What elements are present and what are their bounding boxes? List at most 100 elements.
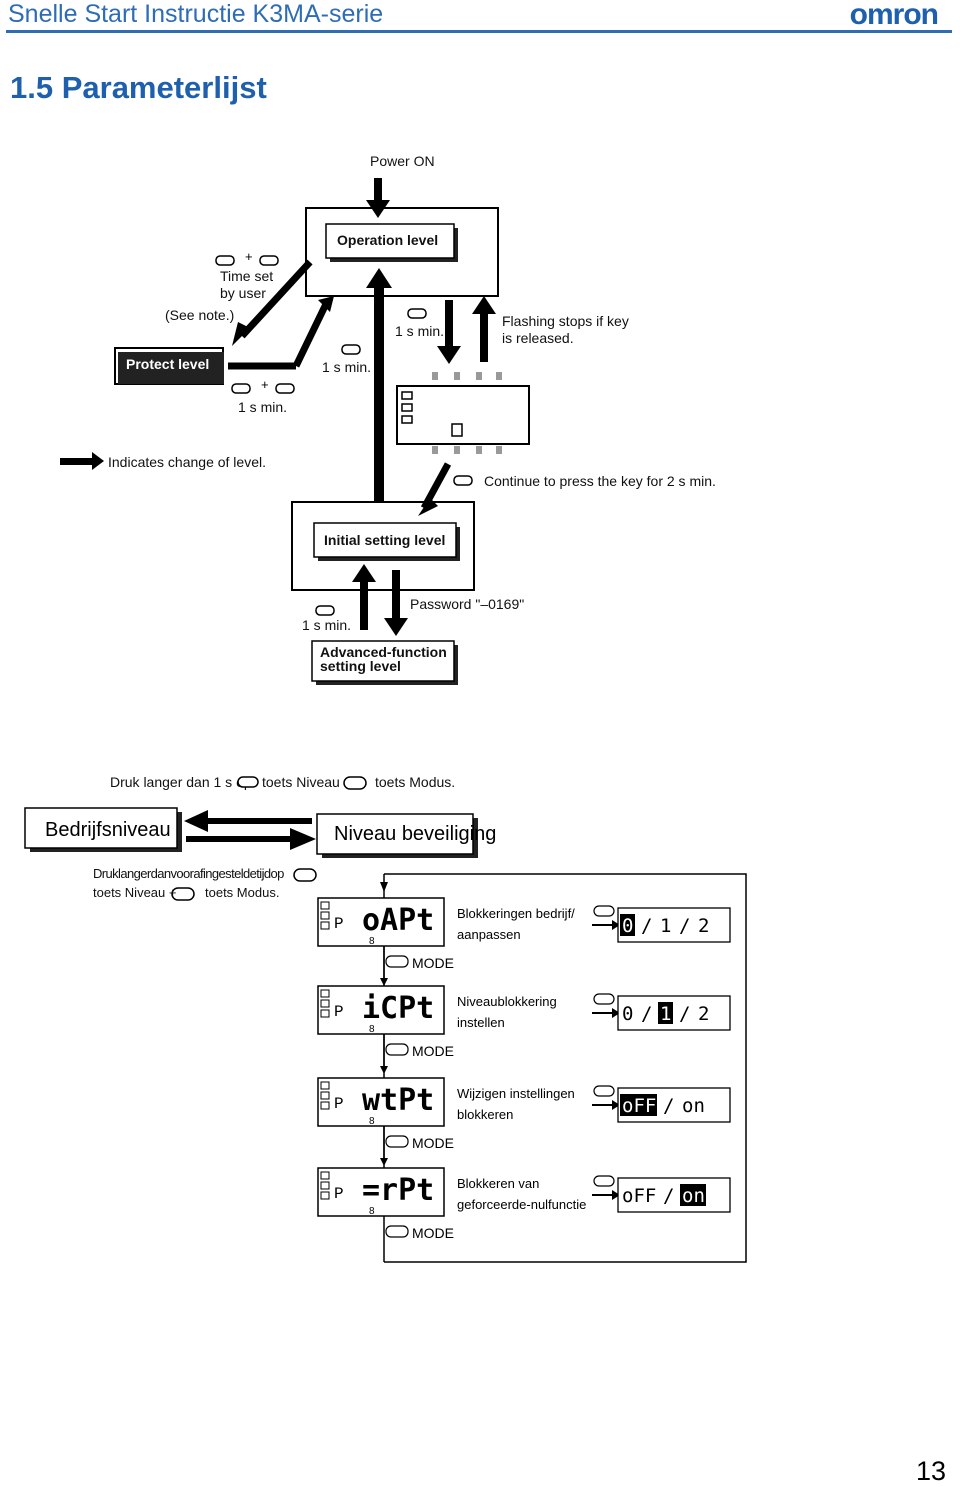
operation-level-frame: [305, 207, 499, 297]
p-indicator: P: [334, 1003, 344, 1021]
mode-key-icon: [385, 955, 409, 968]
param-desc-2: blokkeren: [457, 1107, 513, 1122]
value-box: [617, 907, 731, 943]
value-box: [617, 1087, 731, 1123]
page-number: 13: [915, 1456, 946, 1486]
param-code: =rPt: [362, 1173, 434, 1208]
p-indicator: P: [334, 1185, 344, 1203]
mode-key-icon: [385, 1043, 409, 1056]
power-on-label: Power ON: [370, 153, 435, 169]
flashing-label-1: Flashing stops if key: [502, 313, 629, 329]
indicator-led: [320, 989, 330, 998]
druk-top-c: toets Modus.: [375, 774, 455, 790]
digit-indicator: 8: [369, 1024, 375, 1035]
omron-logo: omron: [849, 0, 939, 31]
value-option: /: [679, 1003, 690, 1025]
param-desc-1: Blokkeringen bedrijf/: [457, 906, 575, 921]
indicator-led: [320, 999, 330, 1008]
param-desc-2: geforceerde-nulfunctie: [457, 1197, 586, 1212]
bedrijfsniveau-label: Bedrijfsniveau: [45, 819, 171, 841]
param-desc-1: Blokkeren van: [457, 1176, 539, 1191]
druk-bottom-a: Druklangerdanvoorafingesteldetijdop: [93, 866, 284, 881]
param-desc-1: Niveaublokkering: [457, 994, 557, 1009]
one-s-min-right: 1 s min.: [395, 323, 444, 339]
up-key-icon: [593, 905, 615, 917]
niveau-beveiliging-label: Niveau beveiliging: [334, 823, 496, 845]
one-s-min-left: 1 s min.: [322, 359, 371, 375]
value-option: oFF: [622, 1185, 656, 1207]
indicator-led: [320, 911, 330, 920]
flashing-label-2: is released.: [502, 330, 574, 346]
value-arrow-head: [612, 920, 620, 930]
value-option: /: [663, 1185, 674, 1207]
header-rule: [6, 30, 952, 33]
value-option: on: [682, 1185, 705, 1207]
value-option: 0: [622, 1003, 633, 1025]
mode-key-icon: [385, 1225, 409, 1238]
param-display: [317, 985, 445, 1035]
value-box: [617, 995, 731, 1031]
param-code: oAPt: [362, 903, 434, 938]
param-display: [317, 897, 445, 947]
see-note-label: (See note.): [165, 307, 234, 323]
param-code: iCPt: [362, 991, 434, 1026]
value-option: 1: [660, 915, 671, 937]
indicator-led: [320, 1171, 330, 1180]
indicator-led: [320, 1181, 330, 1190]
display-panel-frame: [396, 385, 530, 445]
value-option: oFF: [622, 1095, 656, 1117]
value-arrow-head: [612, 1100, 620, 1110]
value-highlight: [620, 1094, 657, 1116]
indicator-led: [320, 921, 330, 930]
mode-label: MODE: [412, 955, 454, 971]
value-option: 1: [660, 1003, 671, 1025]
indicator-led: [320, 1081, 330, 1090]
param-code: wtPt: [362, 1083, 434, 1118]
svg-text:+: +: [245, 249, 253, 264]
up-key-icon: [593, 1175, 615, 1187]
param-display: [317, 1167, 445, 1217]
indicator-led: [320, 1009, 330, 1018]
value-option: 2: [698, 1003, 709, 1025]
param-display: [317, 1077, 445, 1127]
operation-level-label: Operation level: [337, 232, 438, 248]
value-option: /: [641, 915, 652, 937]
advanced-label-2: setting level: [320, 658, 401, 674]
p-indicator: P: [334, 915, 344, 933]
param-desc-2: aanpassen: [457, 927, 521, 942]
password-label: Password "–0169": [410, 596, 524, 612]
mode-key-icon: [385, 1135, 409, 1148]
indicator-led: [320, 1101, 330, 1110]
flow-arrow: [380, 1066, 388, 1074]
protect-level-label: Protect level: [126, 356, 209, 372]
continue-label: Continue to press the key for 2 s min.: [484, 473, 716, 489]
level-flow-diagram: + + Power ON Operation level Protect lev…: [60, 153, 716, 685]
druk-bottom-b: toets Niveau +: [93, 885, 176, 900]
indicator-led: [320, 1191, 330, 1200]
value-option: /: [641, 1003, 652, 1025]
value-option: /: [663, 1095, 674, 1117]
flow-arrow: [380, 1158, 388, 1166]
mode-label: MODE: [412, 1225, 454, 1241]
value-highlight: [620, 914, 635, 936]
indicator-led: [320, 901, 330, 910]
digit-indicator: 8: [369, 1206, 375, 1217]
value-arrow-head: [612, 1190, 620, 1200]
legend-label: Indicates change of level.: [108, 454, 266, 470]
flow-arrow: [380, 978, 388, 986]
initial-setting-label: Initial setting level: [324, 532, 445, 548]
advanced-label-1: Advanced-function: [320, 644, 447, 660]
time-set-label-2: by user: [220, 285, 266, 301]
up-key-icon: [593, 993, 615, 1005]
section-title: 1.5 Parameterlijst: [10, 70, 267, 105]
digit-indicator: 8: [369, 936, 375, 947]
p-indicator: P: [334, 1095, 344, 1113]
digit-indicator: 8: [369, 1116, 375, 1127]
value-option: 0: [622, 915, 633, 937]
svg-text:+: +: [261, 377, 269, 392]
param-desc-1: Wijzigen instellingen: [457, 1086, 575, 1101]
value-option: 2: [698, 915, 709, 937]
value-option: /: [679, 915, 690, 937]
up-key-icon: [593, 1085, 615, 1097]
header-title: Snelle Start Instructie K3MA-serie: [8, 0, 384, 28]
